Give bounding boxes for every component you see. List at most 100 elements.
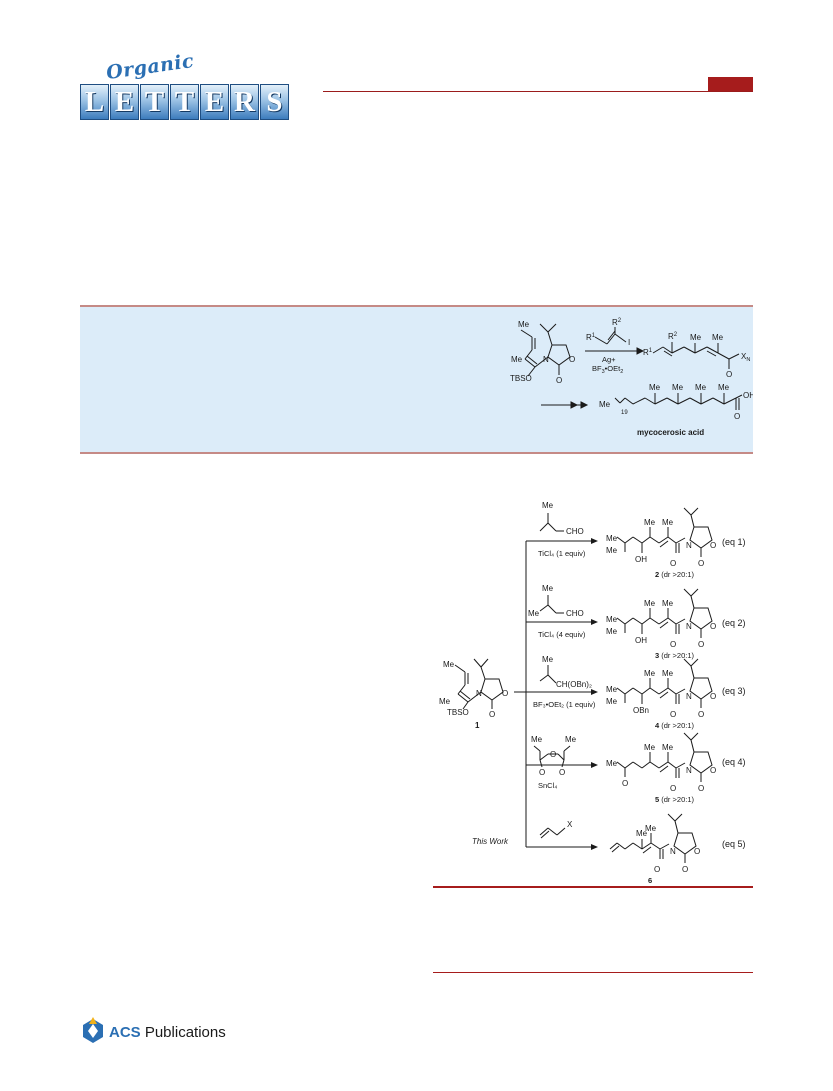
- row1-aux-o-ring: O: [710, 541, 716, 550]
- row2-me-c: Me: [644, 599, 656, 608]
- row3-aux-n: N: [686, 692, 692, 701]
- row1-me-b: Me: [606, 546, 618, 555]
- reaction-scheme: Me Me TBSO N O O 1 Me CHO TiCl₄ (1 equiv…: [439, 501, 746, 885]
- row2-label: 3 (dr >20:1): [655, 651, 694, 660]
- row4-aux-n: N: [686, 766, 692, 775]
- row5-label: 6: [648, 876, 652, 885]
- sm-me-left: Me: [511, 355, 523, 364]
- product-r2: R2: [668, 332, 678, 341]
- row4-aux-o: O: [670, 784, 676, 793]
- reagent-i: I: [628, 338, 630, 347]
- row5-aux-n: N: [670, 847, 676, 856]
- cpd1-me-top: Me: [443, 660, 455, 669]
- row4-reagent-o-c: O: [559, 768, 565, 777]
- row4-aux-o-ring: O: [710, 766, 716, 775]
- caption-bottom-rule: [433, 972, 753, 973]
- row2-aux-o: O: [670, 640, 676, 649]
- abstract-scheme: Me Me TBSO N O O R1 R2 I Ag+ BF3•OEt2 R1…: [510, 318, 755, 437]
- row5-me-a: Me: [636, 829, 648, 838]
- row4-reagent-o-b: O: [550, 750, 556, 759]
- row1-conditions: TiCl₄ (1 equiv): [538, 549, 586, 558]
- logo-organic-script: Organic: [104, 49, 196, 85]
- row1-aux-o: O: [670, 559, 676, 568]
- myco-me-4: Me: [718, 383, 730, 392]
- header-rule: [323, 91, 753, 92]
- row3-me-a: Me: [606, 685, 618, 694]
- sm-n: N: [543, 355, 549, 364]
- row4-reagent-me-b: Me: [565, 735, 577, 744]
- row1-oh: OH: [635, 555, 647, 564]
- row4-conditions: SnCl₄: [538, 781, 557, 790]
- row1-aux-n: N: [686, 541, 692, 550]
- row4-ketone-o: O: [622, 779, 628, 788]
- journal-logo: Organic L E T T E R S: [80, 50, 325, 124]
- row1-me-c: Me: [644, 518, 656, 527]
- row5-aux-o-carb: O: [682, 865, 688, 874]
- logo-tile: R: [230, 84, 259, 120]
- row1-me-d: Me: [662, 518, 674, 527]
- condition-ag: Ag+: [602, 355, 616, 364]
- logo-letter-tiles: L E T T E R S: [80, 84, 289, 120]
- row1-reagent-cho: CHO: [566, 527, 584, 536]
- row4-me-b: Me: [644, 743, 656, 752]
- logo-tile: T: [140, 84, 169, 120]
- row4-reagent-me-a: Me: [531, 735, 543, 744]
- myco-o: O: [734, 412, 740, 421]
- row2-me-d: Me: [662, 599, 674, 608]
- row3-aux-o: O: [670, 710, 676, 719]
- row2-reagent-me: Me: [542, 584, 554, 593]
- row5-aux-o: O: [654, 865, 660, 874]
- mycocerosic-acid-label: mycocerosic acid: [637, 428, 704, 437]
- row2-aux-o-carb: O: [698, 640, 704, 649]
- row3-conditions: BF₃•OEt₂ (1 equiv): [533, 700, 596, 709]
- row5-aux-o-ring: O: [694, 847, 700, 856]
- logo-tile: E: [110, 84, 139, 120]
- product-r1: R1: [643, 348, 653, 357]
- product-xn: XN: [741, 352, 750, 363]
- row2-aux-n: N: [686, 622, 692, 631]
- publisher-name: ACS Publications: [109, 1024, 226, 1041]
- row2-oh: OH: [635, 636, 647, 645]
- logo-tile: T: [170, 84, 199, 120]
- row3-obn: OBn: [633, 706, 649, 715]
- row4-aux-o-carb: O: [698, 784, 704, 793]
- acs-publications-logo: ACS Publications: [80, 1015, 240, 1049]
- reagent-r2: R2: [612, 318, 622, 327]
- row3-aux-o-ring: O: [710, 692, 716, 701]
- row5-eq: (eq 5): [722, 839, 746, 849]
- row3-me-b: Me: [606, 697, 618, 706]
- reagent-r1: R1: [586, 333, 596, 342]
- sm-me-top: Me: [518, 320, 530, 329]
- scheme-bottom-rule: [433, 886, 753, 888]
- row3-me-c: Me: [644, 669, 656, 678]
- cpd1-label: 1: [475, 721, 480, 730]
- row4-label: 5 (dr >20:1): [655, 795, 694, 804]
- row4-me-a: Me: [606, 759, 618, 768]
- product-me-2: Me: [712, 333, 724, 342]
- row3-reagent-acetal: CH(OBn)₂: [556, 680, 592, 689]
- row5-me-b: Me: [645, 824, 657, 833]
- row4-reagent-o-a: O: [539, 768, 545, 777]
- row2-eq: (eq 2): [722, 618, 746, 628]
- cpd1-n: N: [476, 689, 482, 698]
- cpd1-tbso: TBSO: [447, 708, 469, 717]
- row4-me-c: Me: [662, 743, 674, 752]
- logo-tile: E: [200, 84, 229, 120]
- cpd1-o-carbonyl: O: [489, 710, 495, 719]
- logo-tile: L: [80, 84, 109, 120]
- row2-reagent-cho: CHO: [566, 609, 584, 618]
- header-tab: [708, 77, 753, 91]
- myco-me-2: Me: [672, 383, 684, 392]
- row1-label: 2 (dr >20:1): [655, 570, 694, 579]
- myco-me-1: Me: [649, 383, 661, 392]
- row1-aux-o-carb: O: [698, 559, 704, 568]
- row2-conditions: TiCl₄ (4 equiv): [538, 630, 586, 639]
- myco-me-3: Me: [695, 383, 707, 392]
- sm-o-ring: O: [569, 355, 575, 364]
- condition-bf3: BF3•OEt2: [592, 364, 623, 375]
- row1-me-a: Me: [606, 534, 618, 543]
- row5-reagent-x: X: [567, 820, 573, 829]
- acs-hexagon-icon: [83, 1017, 103, 1043]
- sm-o-carbonyl: O: [556, 376, 562, 385]
- row3-aux-o-carb: O: [698, 710, 704, 719]
